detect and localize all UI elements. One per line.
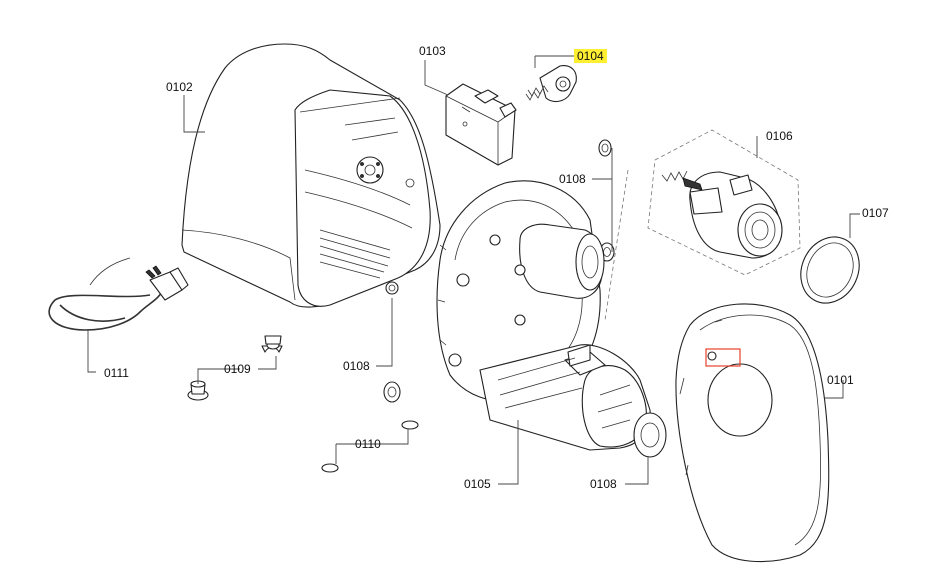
callout-0108-bottom[interactable]: 0108 [590,477,617,491]
callout-0105[interactable]: 0105 [464,477,491,491]
part-0111-power-cord[interactable] [48,257,189,331]
callout-0104[interactable]: 0104 [574,49,607,63]
callout-0101[interactable]: 0101 [827,373,854,387]
part-0102-housing[interactable] [181,43,441,308]
callout-0102[interactable]: 0102 [166,80,193,94]
part-0103-board[interactable] [445,83,517,166]
callout-0108-top[interactable]: 0108 [559,172,586,186]
part-0105-motor[interactable] [436,180,651,451]
part-0108-bushing-left[interactable] [383,381,401,403]
callout-0106[interactable]: 0106 [766,129,793,143]
part-0108-bushing-bottom[interactable] [633,412,667,458]
callout-0111[interactable]: 0111 [104,366,129,380]
callout-0109[interactable]: 0109 [224,362,251,376]
highlight-marker-rect [705,348,741,367]
part-0110-pads[interactable] [321,420,419,473]
part-0107-ring[interactable] [790,227,869,312]
callout-0103[interactable]: 0103 [419,44,446,58]
callout-0110[interactable]: 0110 [355,437,381,451]
part-0108-bushings-top[interactable] [598,139,629,321]
callout-0107[interactable]: 0107 [862,206,889,220]
part-0104-switch[interactable] [525,65,577,103]
callout-0108-left[interactable]: 0108 [343,359,370,373]
part-0101-front-cover[interactable] [675,303,830,563]
part-0109-feet[interactable] [187,335,283,401]
leader-lines [87,55,860,485]
part-0106-gear-assembly[interactable] [647,129,801,276]
